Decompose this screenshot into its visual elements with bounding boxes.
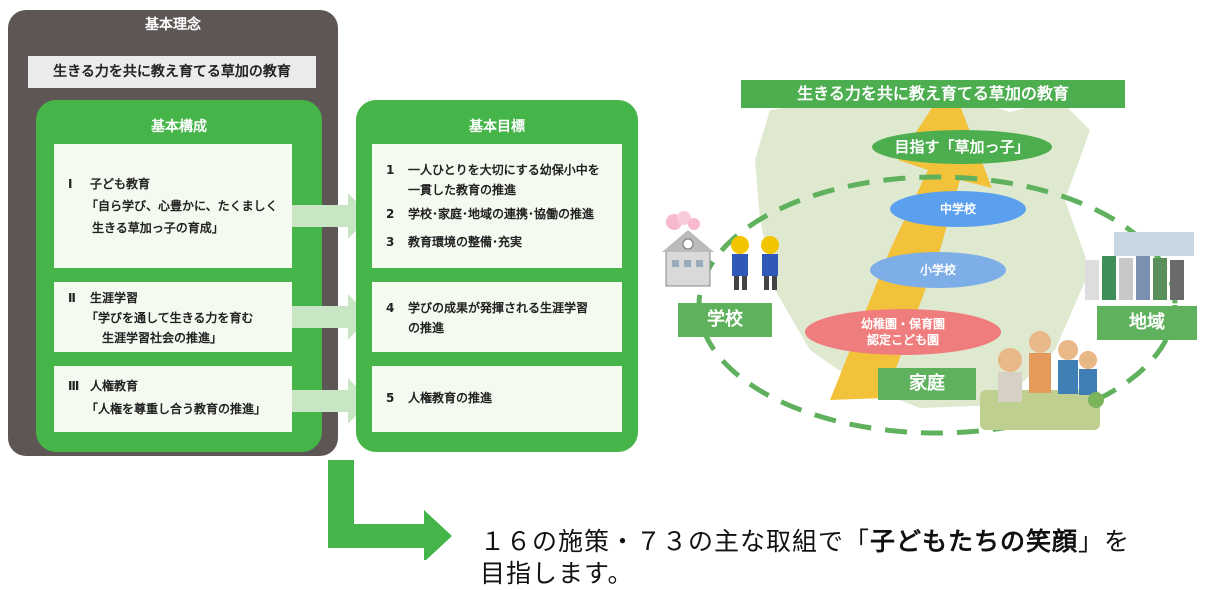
school-label: 学校	[678, 303, 772, 337]
goal-4: 4 学びの成果が発揮される生涯学習	[386, 298, 588, 319]
school-building-icon	[662, 211, 714, 287]
structure-title: 基本構成	[151, 119, 207, 135]
section-1-line1: 「自ら学び、心豊かに、たくましく	[86, 199, 278, 213]
goal-4-text: 学びの成果が発揮される生涯学習	[408, 301, 589, 315]
section-1-heading: Ⅰ 子ども教育	[68, 174, 150, 195]
section-3-line1: 「人権を尊重し合う教育の推進」	[86, 402, 267, 416]
goal-3-text: 教育環境の整備･充実	[408, 235, 523, 249]
structure-box-2: Ⅱ 生涯学習 「学びを通して生きる力を育む 生涯学習社会の推進」	[54, 282, 292, 352]
preschool-line2: 認定こども園	[866, 333, 939, 347]
section-2-title: 生涯学習	[90, 291, 139, 305]
family-icon	[980, 331, 1104, 430]
goal-5-num: 5	[386, 391, 395, 405]
goal-2-text: 学校･家庭･地域の連携･協働の推進	[408, 207, 595, 221]
community-people-icon	[1085, 232, 1194, 300]
preschool-line1: 幼稚園・保育園	[860, 317, 945, 331]
goal-4-num: 4	[386, 301, 395, 315]
goal-1-cont: 一貫した教育の推進	[408, 183, 517, 197]
goal-1: 1 一人ひとりを大切にする幼保小中を	[386, 160, 600, 181]
result-arrow	[328, 460, 452, 560]
conclusion-bold: 子どもたちの笑顔	[870, 527, 1079, 556]
section-3-heading: Ⅲ 人権教育	[68, 376, 138, 397]
junior-high-label: 中学校	[890, 191, 1026, 227]
aim-label: 目指す「草加っ子」	[872, 130, 1052, 164]
section-1-num: Ⅰ	[68, 177, 73, 191]
section-3-title: 人権教育	[90, 379, 139, 393]
section-1-title: 子ども教育	[90, 177, 151, 191]
structure-box-3: Ⅲ 人権教育 「人権を尊重し合う教育の推進」	[54, 366, 292, 432]
structure-box-1: Ⅰ 子ども教育 「自ら学び、心豊かに、たくましく 生きる草加っ子の育成」	[54, 144, 292, 268]
goal-5: 5 人権教育の推進	[386, 388, 492, 409]
arrow-band-1	[292, 205, 350, 227]
goal-4-cont: の推進	[408, 321, 445, 335]
conclusion-line1: １６の施策・７３の主な取組で「子どもたちの笑顔」を	[480, 526, 1130, 558]
conclusion-line2: 目指します。	[480, 559, 634, 588]
conclusion-pre: １６の施策・７３の主な取組で「	[480, 527, 871, 556]
children-icon	[731, 236, 779, 290]
goal-3: 3 教育環境の整備･充実	[386, 232, 522, 253]
community-label: 地域	[1097, 306, 1197, 340]
section-2-line2: 生涯学習社会の推進」	[102, 331, 223, 345]
philosophy-title: 基本理念	[145, 17, 201, 33]
goal-1-text: 一人ひとりを大切にする幼保小中を	[408, 163, 600, 177]
goals-box-3: 5 人権教育の推進	[372, 366, 622, 432]
goal-3-num: 3	[386, 235, 395, 249]
arrow-band-2	[292, 306, 350, 328]
preschool-label: 幼稚園・保育園 認定こども園	[805, 309, 1001, 355]
goal-2-num: 2	[386, 207, 395, 221]
home-label: 家庭	[878, 368, 976, 400]
motto-box: 生きる力を共に教え育てる草加の教育	[28, 56, 316, 88]
conclusion-post: 」を	[1078, 527, 1131, 556]
diagram-title: 生きる力を共に教え育てる草加の教育	[741, 80, 1125, 108]
section-3-num: Ⅲ	[68, 379, 80, 393]
section-2-num: Ⅱ	[68, 291, 76, 305]
section-1-line2: 生きる草加っ子の育成」	[92, 221, 224, 235]
goal-2: 2 学校･家庭･地域の連携･協働の推進	[386, 204, 594, 225]
arrow-band-3	[292, 390, 350, 412]
goal-5-text: 人権教育の推進	[408, 391, 493, 405]
goals-box-1: 1 一人ひとりを大切にする幼保小中を 一貫した教育の推進 2 学校･家庭･地域の連携…	[372, 144, 622, 268]
goals-title: 基本目標	[469, 119, 525, 135]
section-2-heading: Ⅱ 生涯学習	[68, 288, 138, 309]
goals-box-2: 4 学びの成果が発揮される生涯学習 の推進	[372, 282, 622, 352]
elementary-label: 小学校	[870, 252, 1006, 288]
section-2-line1: 「学びを通して生きる力を育む	[86, 311, 254, 325]
goal-1-num: 1	[386, 163, 395, 177]
